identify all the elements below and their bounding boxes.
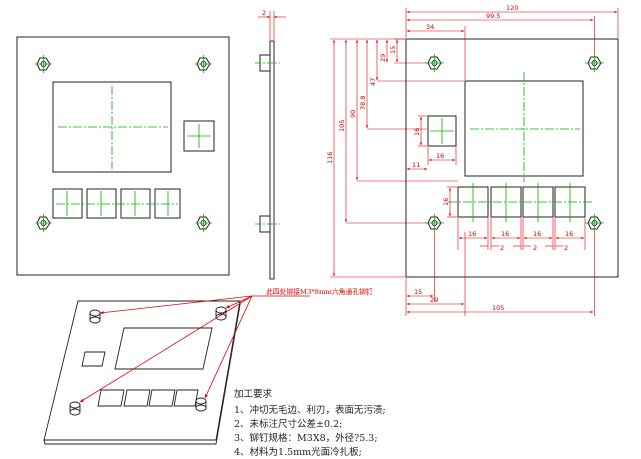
notes-item-4: 4、材料为1.5mm光面冷扎板; [234, 446, 362, 458]
front-view-small-square [183, 120, 215, 152]
front-view-button-4 [154, 188, 181, 219]
notes-title: 加工要求 [234, 388, 273, 400]
dim-off-11: 11 [412, 161, 420, 169]
dim-side-thickness: 2 [262, 9, 266, 17]
iso-plate [43, 300, 241, 441]
front-view-button-2 [86, 188, 117, 219]
side-view-dimension [258, 11, 286, 40]
iso-plate-edge [43, 301, 241, 445]
dim-v-47: 47 [369, 78, 377, 86]
callout-leaders [79, 295, 310, 403]
front-view-button-1 [52, 188, 83, 219]
dim-top-29: 29 [379, 54, 387, 62]
notes-item-2: 2、未标注尺寸公差±0.2; [234, 418, 342, 430]
notes-item-3: 3、铆钉规格：M3X8，外径?5.3; [234, 432, 378, 444]
processing-notes: 加工要求 1、冲切无毛边、利刃，表面无污渍; 2、未标注尺寸公差±0.2; 3、… [234, 388, 386, 458]
dim-v-105: 105 [338, 120, 346, 132]
iso-button-1 [97, 389, 125, 407]
dimension-labels: 120 99.5 34 15 29 47 78.8 90 105 116 16 … [326, 4, 573, 312]
dim-btn-v16: 16 [442, 198, 450, 206]
iso-rivets [69, 306, 227, 416]
iso-display-window [114, 327, 213, 370]
dim-bottom-15: 15 [414, 288, 422, 296]
dim-btn-gap-2: 2 [533, 244, 537, 252]
dim-overall-width: 120 [506, 4, 518, 12]
isometric-view [43, 300, 241, 445]
side-view [259, 40, 275, 280]
dim-v-116: 116 [326, 152, 334, 164]
iso-button-4 [173, 389, 199, 407]
front-view-display-window [52, 81, 172, 173]
front-view-centerlines [35, 55, 212, 232]
dim-view-rivet-holes [427, 56, 602, 230]
side-view-plate [269, 40, 275, 280]
iso-button-3 [148, 389, 176, 407]
dim-hole-right-x: 99.5 [486, 12, 500, 20]
dim-bottom-105: 105 [492, 304, 504, 312]
dimension-lines [330, 8, 619, 316]
dim-view-centerlines [425, 54, 604, 232]
front-view-button-3 [120, 188, 151, 219]
dim-btn-gap-3: 2 [564, 244, 568, 252]
iso-button-2 [123, 389, 151, 407]
front-view [16, 36, 230, 276]
iso-small-square [81, 351, 106, 367]
dim-bottom-29: 29 [430, 296, 438, 304]
dim-top-15: 15 [389, 46, 397, 54]
dim-btn-w-3: 16 [533, 230, 541, 238]
rivet-callout-text: 此四处铆接M3*8mm六角通孔铆钉 [266, 287, 373, 296]
notes-item-1: 1、冲切无毛边、利刃，表面无污渍; [234, 404, 386, 416]
dim-sq16-h: 16 [413, 128, 421, 136]
dim-btn-gap-1: 2 [500, 244, 504, 252]
dim-btn-w-2: 16 [501, 230, 509, 238]
dim-btn-w-1: 16 [468, 230, 476, 238]
dim-btn-w-4: 16 [565, 230, 573, 238]
dim-sq16-w: 16 [436, 152, 444, 160]
dim-view-outline [405, 38, 619, 278]
dim-v-78-8: 78.8 [359, 96, 367, 110]
dim-view-small-square [427, 115, 457, 147]
dim-window-left: 34 [426, 23, 434, 31]
front-view-outline [16, 36, 230, 276]
dim-v-90: 90 [349, 110, 357, 118]
